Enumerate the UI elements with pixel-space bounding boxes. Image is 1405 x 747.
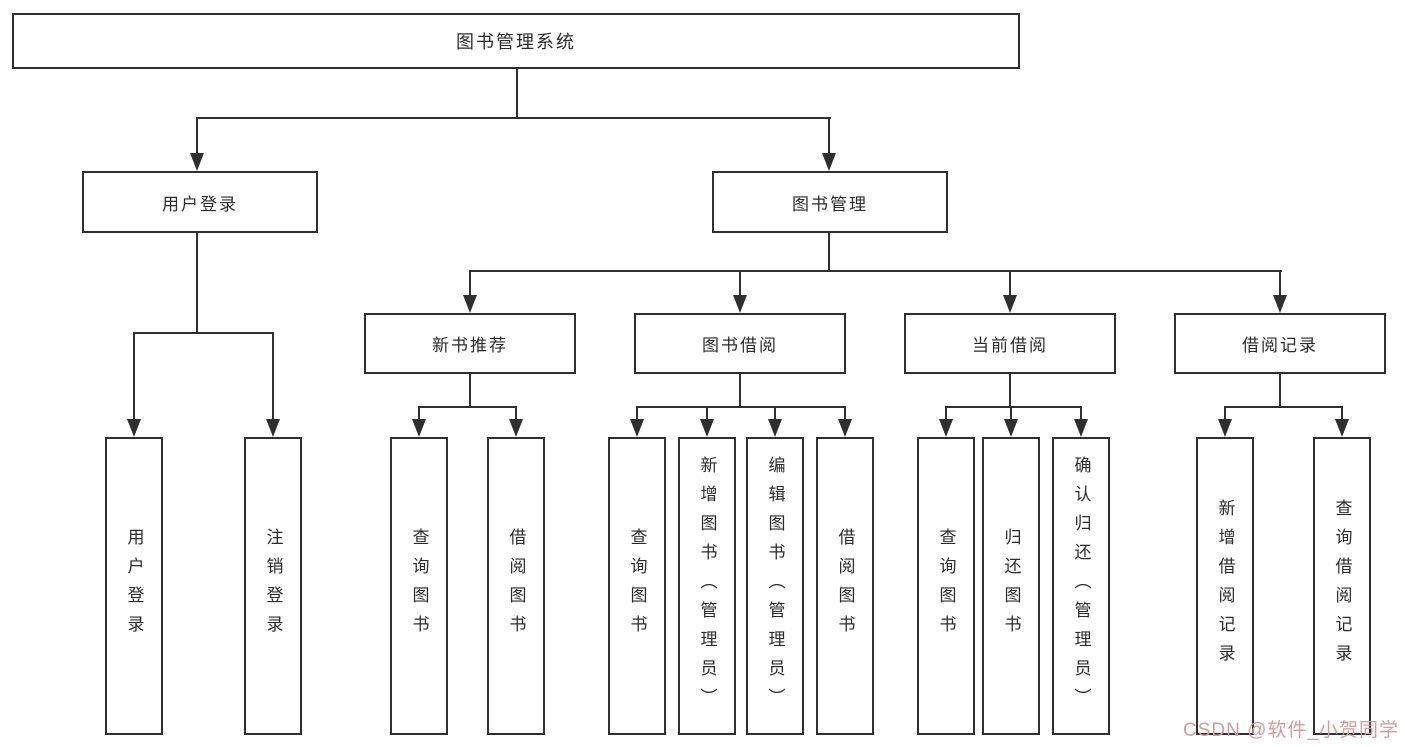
- leaf-borrow-books-2: 借阅图书: [816, 437, 874, 735]
- connector: [945, 406, 1082, 408]
- connector: [1009, 271, 1011, 298]
- node-label: 编辑图书（管理员）: [765, 455, 785, 717]
- arrowhead: [1004, 419, 1018, 437]
- arrowhead: [463, 295, 477, 313]
- node-label: 借阅图书: [506, 528, 526, 644]
- leaf-confirm-return-admin: 确认归还（管理员）: [1052, 437, 1110, 735]
- arrowhead: [266, 419, 280, 437]
- connector: [828, 233, 830, 272]
- arrowhead: [127, 419, 141, 437]
- node-label: 用户登录: [162, 194, 238, 214]
- node-label: 用户登录: [124, 528, 144, 644]
- connector: [516, 69, 518, 118]
- connector: [1279, 271, 1281, 298]
- node-label: 确认归还（管理员）: [1071, 455, 1091, 717]
- node-book-borrowing: 图书借阅: [634, 313, 846, 374]
- node-label: 注销登录: [263, 528, 283, 644]
- connector: [196, 117, 831, 119]
- connector: [739, 374, 741, 408]
- node-label: 查询图书: [936, 528, 956, 644]
- node-current-borrowing: 当前借阅: [904, 313, 1116, 374]
- connector: [1224, 407, 1226, 422]
- arrowhead: [700, 419, 714, 437]
- arrowhead: [822, 153, 836, 171]
- leaf-add-books-admin: 新增图书（管理员）: [678, 437, 736, 735]
- connector: [828, 118, 830, 156]
- node-label: 图书借阅: [702, 336, 778, 355]
- node-label: 借阅记录: [1242, 336, 1318, 355]
- csdn-watermark: CSDN @软件_小贺同学: [1183, 720, 1399, 741]
- node-label: 借阅图书: [835, 528, 855, 644]
- connector: [636, 407, 638, 422]
- connector: [739, 271, 741, 298]
- arrowhead: [1218, 419, 1232, 437]
- connector: [469, 270, 1282, 272]
- arrowhead: [1074, 419, 1088, 437]
- connector: [196, 233, 198, 334]
- leaf-logout-action: 注销登录: [244, 437, 302, 735]
- arrowhead: [630, 419, 644, 437]
- connector: [515, 407, 517, 422]
- connector: [1010, 407, 1012, 422]
- arrowhead: [939, 419, 953, 437]
- arrowhead: [1335, 419, 1349, 437]
- node-label: 新增图书（管理员）: [697, 455, 717, 717]
- node-label: 新书推荐: [432, 336, 508, 355]
- connector: [196, 118, 198, 156]
- connector: [272, 333, 274, 422]
- leaf-return-books: 归还图书: [982, 437, 1040, 735]
- connector: [1279, 374, 1281, 408]
- leaf-user-login-action: 用户登录: [105, 437, 163, 735]
- connector: [844, 407, 846, 422]
- leaf-query-borrow-record: 查询借阅记录: [1313, 437, 1371, 735]
- leaf-query-books-1: 查询图书: [390, 437, 448, 735]
- node-label: 归还图书: [1001, 528, 1021, 644]
- connector: [636, 406, 846, 408]
- connector: [706, 407, 708, 422]
- connector: [469, 374, 471, 408]
- node-library-system: 图书管理系统: [12, 13, 1020, 69]
- connector: [1224, 406, 1343, 408]
- node-label: 查询图书: [409, 528, 429, 644]
- arrowhead: [412, 419, 426, 437]
- node-book-management: 图书管理: [712, 171, 948, 233]
- node-label: 当前借阅: [972, 336, 1048, 355]
- connector: [133, 332, 274, 334]
- connector: [774, 407, 776, 422]
- arrowhead: [768, 419, 782, 437]
- arrowhead: [733, 295, 747, 313]
- connector: [945, 407, 947, 422]
- node-label: 图书管理: [792, 194, 868, 214]
- leaf-add-borrow-record: 新增借阅记录: [1196, 437, 1254, 735]
- node-label: 新增借阅记录: [1215, 499, 1235, 673]
- arrowhead: [1273, 295, 1287, 313]
- arrowhead: [838, 419, 852, 437]
- connector: [1080, 407, 1082, 422]
- node-user-login: 用户登录: [82, 171, 318, 233]
- connector: [133, 333, 135, 422]
- arrowhead: [509, 419, 523, 437]
- connector: [418, 407, 420, 422]
- leaf-query-books-2: 查询图书: [608, 437, 666, 735]
- connector: [1009, 374, 1011, 408]
- node-new-book-recommendation: 新书推荐: [364, 313, 576, 374]
- node-label: 查询图书: [627, 528, 647, 644]
- arrowhead: [1003, 295, 1017, 313]
- connector: [1341, 407, 1343, 422]
- leaf-query-books-3: 查询图书: [917, 437, 975, 735]
- node-label: 查询借阅记录: [1332, 499, 1352, 673]
- node-borrowing-records: 借阅记录: [1174, 313, 1386, 374]
- leaf-edit-books-admin: 编辑图书（管理员）: [746, 437, 804, 735]
- leaf-borrow-books-1: 借阅图书: [487, 437, 545, 735]
- connector: [469, 271, 471, 298]
- connector: [418, 406, 517, 408]
- arrowhead: [190, 153, 204, 171]
- node-label: 图书管理系统: [456, 32, 576, 52]
